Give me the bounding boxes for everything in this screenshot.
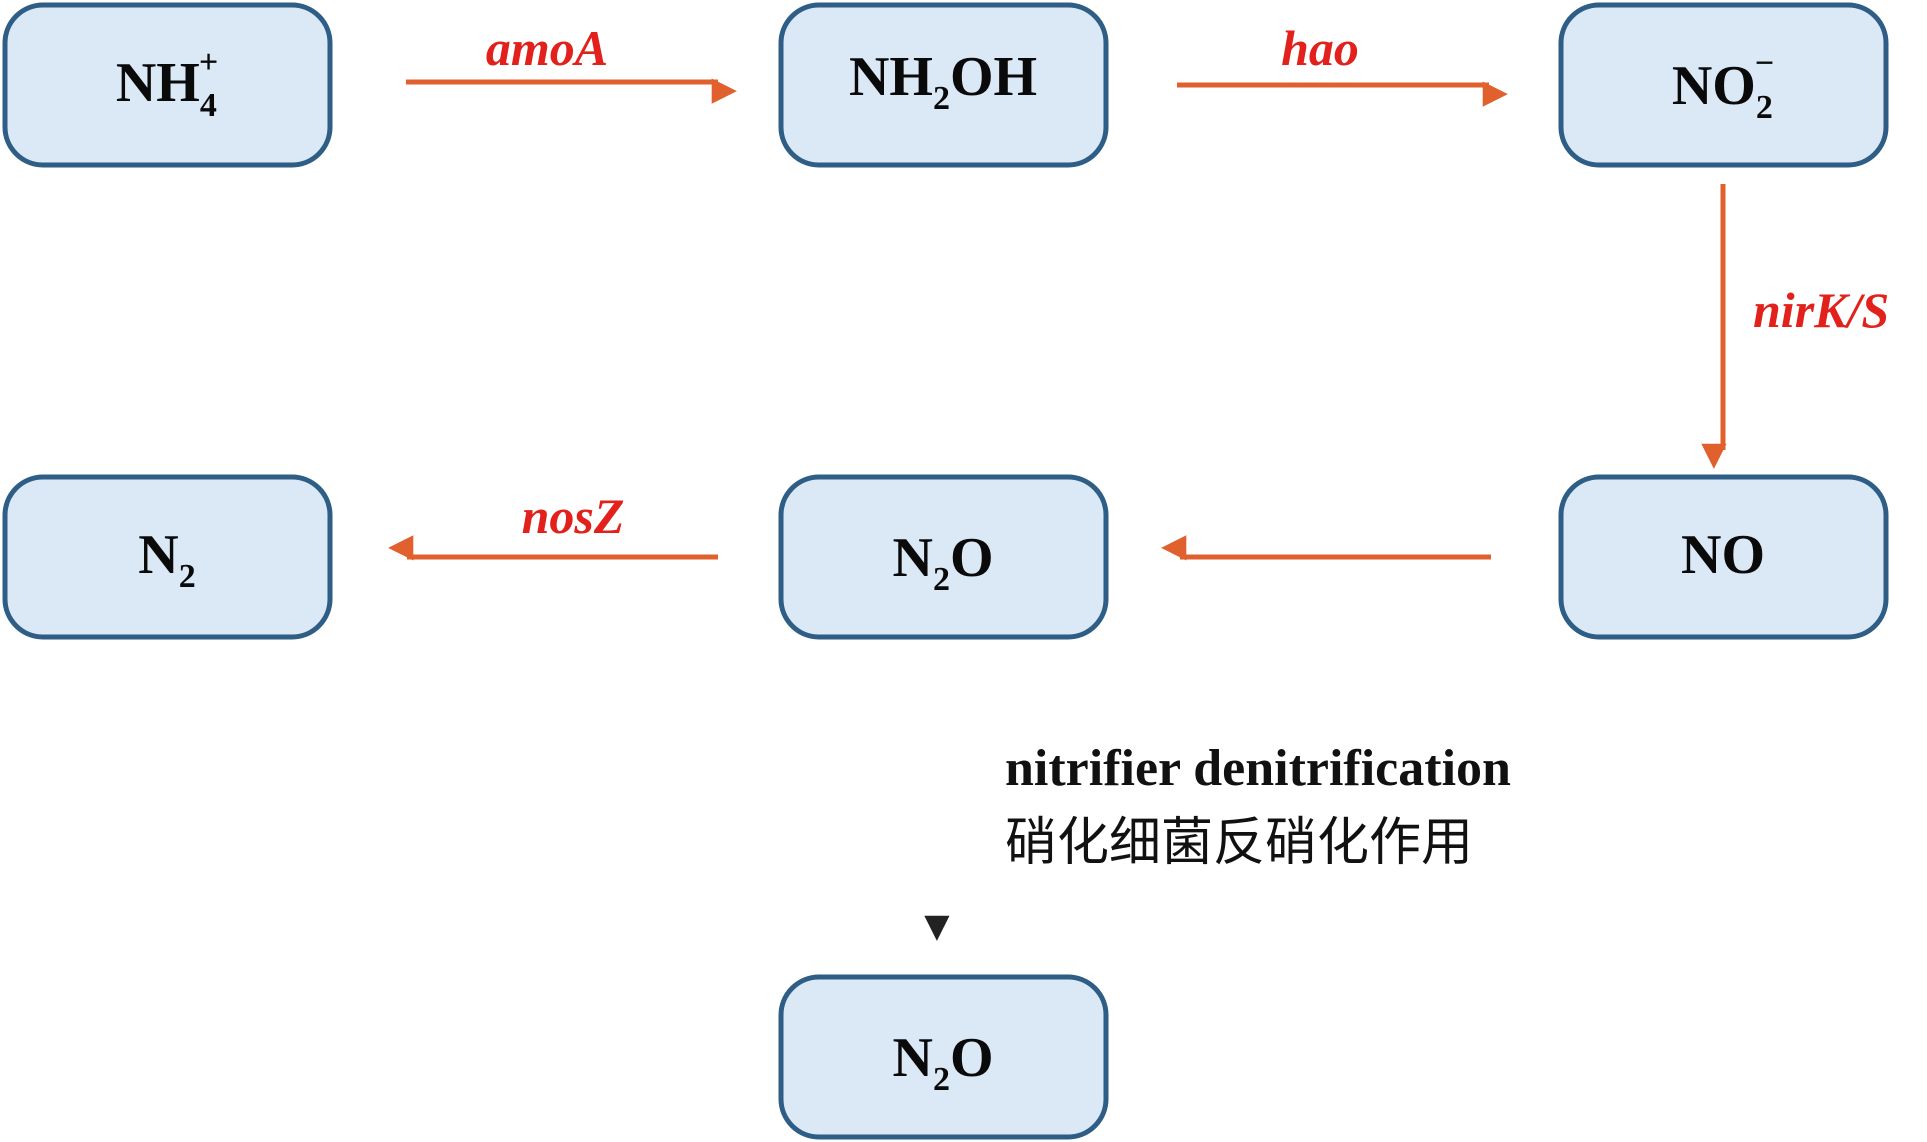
process-label-chinese: 硝化细菌反硝化作用 <box>1005 813 1473 873</box>
node-n2: N2 <box>2 474 333 640</box>
node-no2: NO2− <box>1558 2 1889 168</box>
node-nh2oh: NH2OH <box>778 2 1109 168</box>
node-label: N2 <box>138 524 195 595</box>
node-label: NH2OH <box>849 46 1037 117</box>
node-n2o-bottom: N2O <box>778 974 1109 1140</box>
node-n2o-middle: N2O <box>778 474 1109 640</box>
node-box <box>2 474 333 640</box>
gene-label-nirks: nirK/S <box>1753 282 1889 338</box>
node-box <box>1558 474 1889 640</box>
node-no: NO <box>1558 474 1889 640</box>
node-box <box>2 2 333 168</box>
node-box <box>778 2 1109 168</box>
node-nh4: NH4+ <box>2 2 333 168</box>
node-label: N2O <box>892 527 993 598</box>
node-label: NO <box>1681 524 1765 586</box>
node-label: NH4+ <box>116 44 218 124</box>
node-label: N2O <box>892 1027 993 1098</box>
gene-label-hao: hao <box>1281 20 1359 76</box>
node-label: NO2− <box>1672 45 1774 126</box>
process-label-english: nitrifier denitrification <box>1005 740 1511 797</box>
node-box <box>1558 2 1889 168</box>
gene-label-nosz: nosZ <box>522 488 625 544</box>
node-box <box>778 474 1109 640</box>
node-box <box>778 974 1109 1140</box>
gene-label-amoa: amoA <box>486 20 608 76</box>
